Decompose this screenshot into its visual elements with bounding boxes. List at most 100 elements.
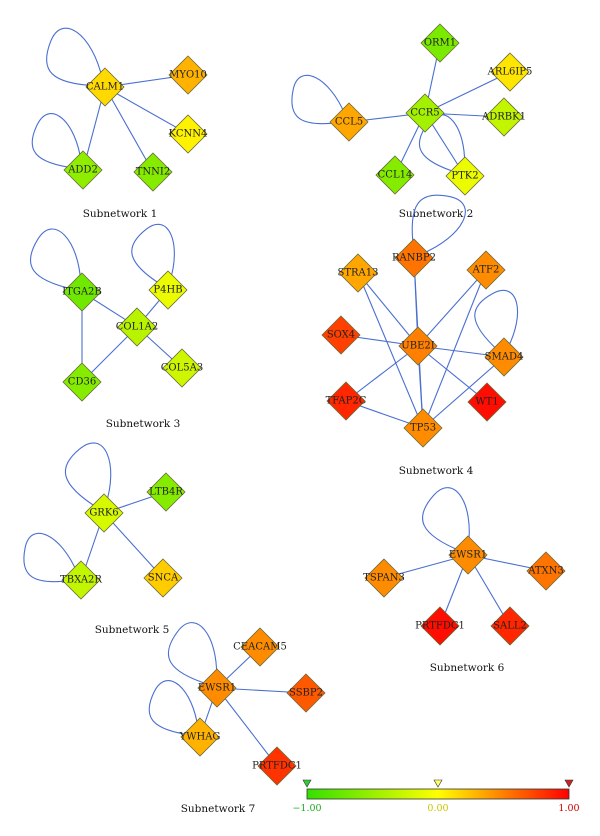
node-ccr5[interactable]: CCR5	[405, 93, 445, 133]
node-diamond	[168, 114, 208, 154]
node-ywhag[interactable]: YWHAG	[179, 717, 221, 757]
node-label: YWHAG	[179, 732, 221, 743]
node-grk6[interactable]: GRK6	[84, 493, 124, 533]
node-label: P4HB	[153, 285, 182, 296]
edge-ube2i-wt1	[417, 345, 488, 403]
node-prtfdc1[interactable]: PRTFDC1	[415, 606, 465, 646]
node-atxn3[interactable]: ATXN3	[526, 551, 566, 591]
node-itga2b[interactable]: ITGA2B	[62, 272, 102, 312]
node-diamond	[484, 97, 524, 137]
node-label: KCNN4	[169, 129, 208, 140]
node-sall2[interactable]: SALL2	[490, 606, 530, 646]
node-myo10[interactable]: MYO10	[168, 55, 208, 95]
node-diamond	[467, 382, 507, 422]
node-label: TBXA2R	[60, 575, 102, 586]
node-wt1[interactable]: WT1	[467, 382, 507, 422]
node-adrbk1[interactable]: ADRBK1	[481, 97, 526, 137]
node-label: RANBP2	[392, 253, 436, 264]
node-cd36[interactable]: CD36	[62, 362, 102, 402]
self-loop-ewsr1	[167, 622, 218, 686]
node-atf2[interactable]: ATF2	[466, 250, 506, 290]
node-diamond	[490, 52, 530, 92]
node-diamond	[240, 627, 280, 667]
node-calm1[interactable]: CALM1	[85, 67, 125, 107]
node-arl6ip5[interactable]: ARL6IP5	[487, 52, 533, 92]
node-diamond	[466, 250, 506, 290]
subnetwork-caption: Subnetwork 4	[399, 465, 474, 477]
node-stra13[interactable]: STRA13	[338, 253, 379, 293]
edge-ube2i-stra13	[357, 272, 419, 347]
node-tspan3[interactable]: TSPAN3	[363, 558, 405, 598]
node-ltb4r[interactable]: LTB4R	[146, 472, 186, 512]
mid-marker-icon	[433, 779, 443, 788]
subnetwork-5: GRK6 LTB4R TBXA2R SNCA Subnetwork 5	[23, 442, 186, 636]
edge-calm1-kcnn4	[104, 86, 189, 135]
node-diamond	[364, 558, 404, 598]
node-prtfdc1[interactable]: PRTFDC1	[252, 746, 302, 786]
node-sox4[interactable]: SOX4	[321, 315, 361, 355]
node-col1a2[interactable]: COL1A2	[116, 307, 158, 347]
node-tp53[interactable]: TP53	[403, 408, 443, 448]
node-tfap2c[interactable]: TFAP2C	[326, 381, 367, 421]
node-ceacam5[interactable]: CEACAM5	[233, 627, 287, 667]
node-smad4[interactable]: SMAD4	[484, 337, 524, 377]
node-diamond	[420, 606, 460, 646]
node-ccl5[interactable]: CCL5	[329, 102, 369, 142]
node-ssbp2[interactable]: SSBP2	[286, 673, 326, 713]
node-diamond	[484, 337, 524, 377]
node-diamond	[85, 67, 125, 107]
node-diamond	[180, 717, 220, 757]
node-col5a3[interactable]: COL5A3	[161, 348, 203, 388]
node-diamond	[133, 152, 173, 192]
node-ranbp2[interactable]: RANBP2	[392, 238, 436, 278]
self-loop-tbxa2r	[23, 532, 78, 583]
node-diamond	[146, 472, 186, 512]
subnetwork-caption: Subnetwork 2	[399, 208, 474, 220]
node-ptk2[interactable]: PTK2	[445, 156, 485, 196]
node-snca[interactable]: SNCA	[143, 558, 183, 598]
node-kcnn4[interactable]: KCNN4	[168, 114, 208, 154]
node-label: COL1A2	[116, 322, 158, 333]
self-loop-add2	[31, 113, 82, 169]
node-label: SNCA	[148, 573, 179, 584]
node-tnni2[interactable]: TNNI2	[133, 152, 173, 192]
node-ccl14[interactable]: CCL14	[375, 155, 415, 195]
min-marker-icon	[302, 779, 312, 788]
node-label: UBE2I	[401, 341, 434, 352]
node-diamond	[490, 606, 530, 646]
subnetwork-caption: Subnetwork 5	[95, 624, 170, 636]
edge-ube2i-atf2	[417, 269, 487, 347]
node-label: PRTFDC1	[415, 621, 465, 632]
node-label: SALL2	[493, 621, 527, 632]
node-diamond	[61, 560, 101, 600]
self-loop-grk6	[64, 442, 112, 509]
node-label: TP53	[410, 423, 436, 434]
node-diamond	[257, 746, 297, 786]
node-ewsr1[interactable]: EWSR1	[448, 535, 488, 575]
node-orm1[interactable]: ORM1	[420, 23, 460, 63]
node-ube2i[interactable]: UBE2I	[398, 326, 438, 366]
node-diamond	[148, 270, 188, 310]
node-label: SMAD4	[485, 352, 524, 363]
node-diamond	[62, 272, 102, 312]
node-p4hb[interactable]: P4HB	[148, 270, 188, 310]
node-label: EWSR1	[449, 550, 487, 561]
node-add2[interactable]: ADD2	[63, 150, 103, 190]
node-diamond	[62, 362, 102, 402]
edge-smad4-tp53	[422, 356, 505, 429]
node-tbxa2r[interactable]: TBXA2R	[60, 560, 102, 600]
node-diamond	[326, 381, 366, 421]
node-ewsr1[interactable]: EWSR1	[197, 668, 237, 708]
node-label: ITGA2B	[62, 287, 102, 298]
node-label: CEACAM5	[233, 642, 287, 653]
node-diamond	[286, 673, 326, 713]
node-diamond	[420, 23, 460, 63]
node-label: ARL6IP5	[487, 67, 533, 78]
node-label: MYO10	[169, 70, 207, 81]
self-loop-ywhag	[148, 680, 199, 736]
node-label: WT1	[475, 397, 498, 408]
node-label: ATF2	[472, 265, 500, 276]
node-diamond	[321, 315, 361, 355]
